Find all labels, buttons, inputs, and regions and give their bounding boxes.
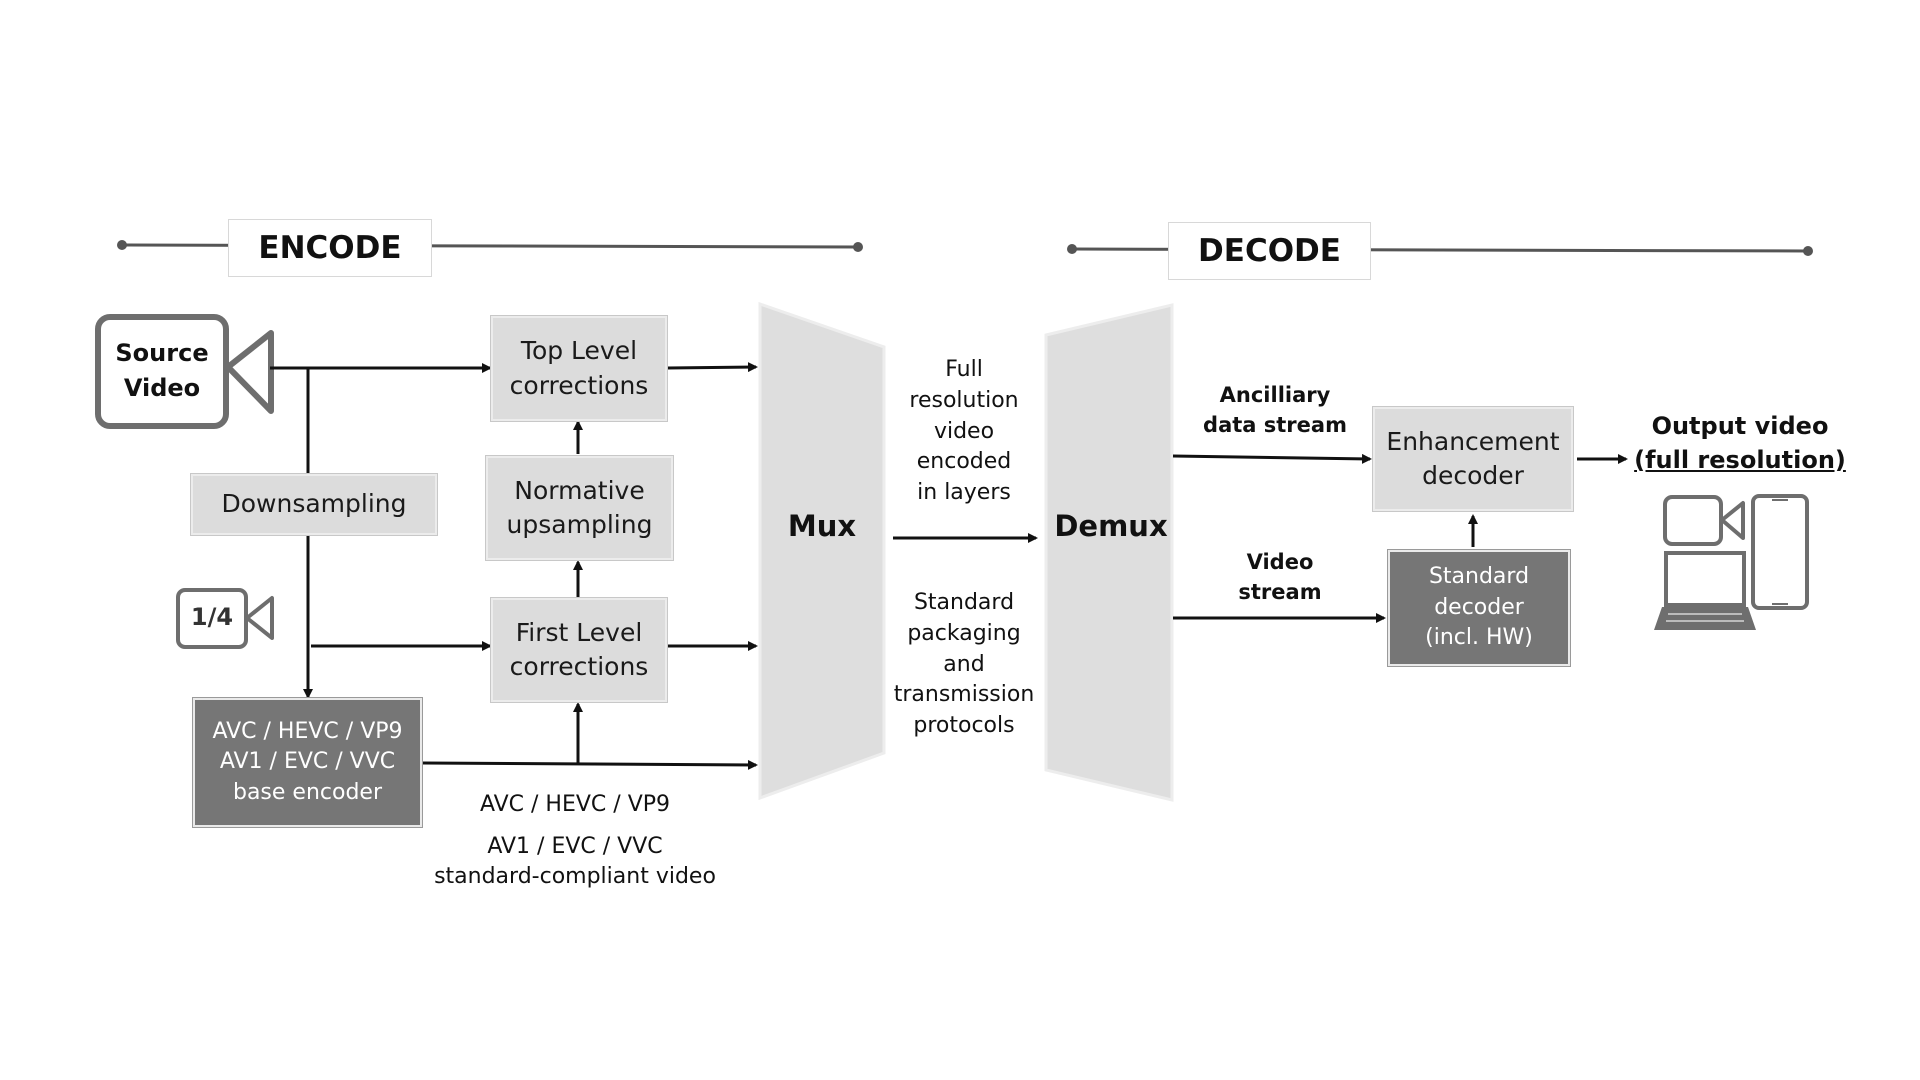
- video-stream-label: Video stream: [1238, 550, 1322, 605]
- source-video-label: Source Video: [115, 339, 209, 402]
- normative-upsampling-box: Normative upsampling: [485, 455, 674, 561]
- demux-label: Demux: [1054, 509, 1168, 543]
- base-caption-compliant: AV1 / EVC / VVC standard-compliant video: [434, 834, 716, 890]
- video-camera-icon: [176, 588, 274, 649]
- decode-section-title: DECODE: [1168, 222, 1371, 280]
- quarter-resolution-label: 1/4: [190, 603, 234, 631]
- arrow-top-level-to-mux: [667, 362, 758, 373]
- arrow-demux-to-enhancement: [1172, 453, 1372, 464]
- demux-block: [1044, 303, 1174, 802]
- mux-label: Mux: [787, 509, 857, 543]
- standard-decoder-box: Standard decoder (incl. HW): [1387, 549, 1571, 667]
- top-level-corrections-box: Top Level corrections: [490, 315, 668, 422]
- video-camera-icon: [95, 314, 274, 429]
- first-level-corrections-box: First Level corrections: [490, 597, 668, 703]
- arrow-base-encoder-to-mux: [422, 759, 758, 770]
- enhancement-decoder-box: Enhancement decoder: [1372, 406, 1574, 512]
- ancillary-data-stream-label: Ancilliary data stream: [1203, 383, 1347, 438]
- base-caption-codecs: AVC / HEVC / VP9: [479, 792, 671, 817]
- full-resolution-layers-text: Full resolution video encoded in layers: [909, 357, 1019, 506]
- downsampling-box: Downsampling: [190, 473, 438, 536]
- base-encoder-box: AVC / HEVC / VP9 AV1 / EVC / VVC base en…: [192, 697, 423, 828]
- laptop-phone-camera-icon: [1654, 494, 1809, 630]
- mux-block: [758, 301, 886, 801]
- encode-section-title: ENCODE: [228, 219, 432, 277]
- packaging-protocols-text: Standard packaging and transmission prot…: [893, 590, 1035, 739]
- output-video-title: Output video: [1651, 412, 1829, 440]
- output-video-resolution: (full resolution): [1634, 446, 1846, 474]
